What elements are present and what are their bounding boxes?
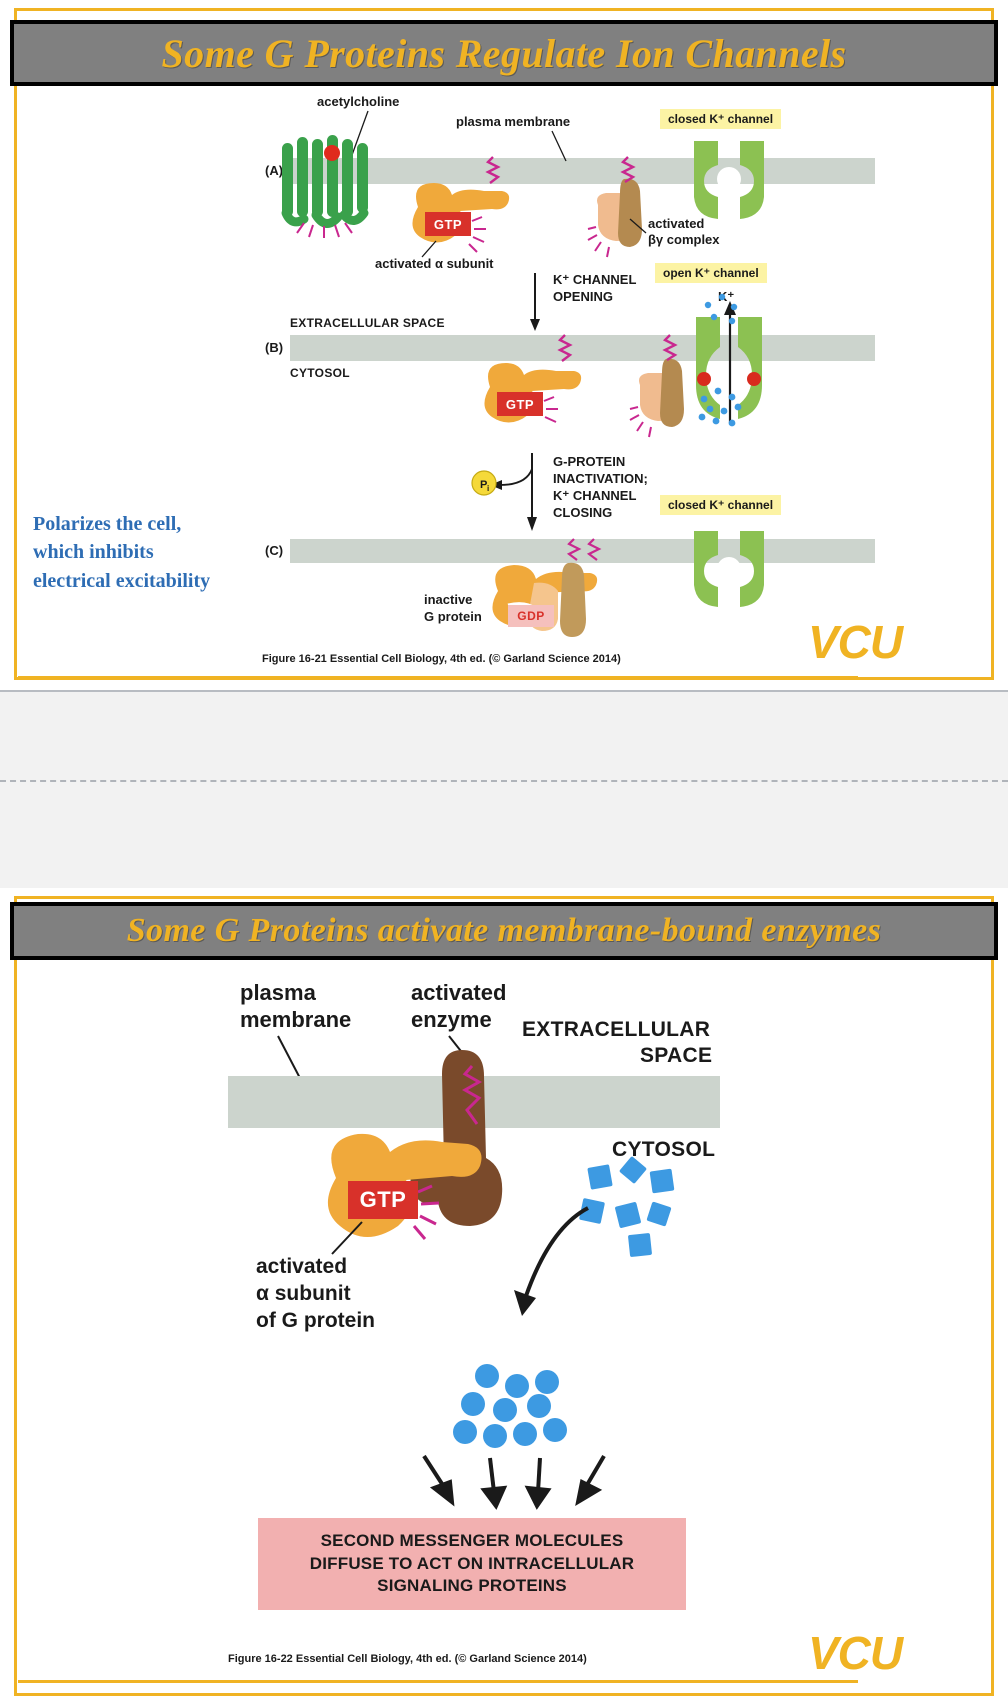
lipid-anchor-bg-b [662,334,678,362]
label-inactive-line1: inactive [424,592,473,607]
label-extracellular-space-line1: EXTRACELLULAR [522,1018,711,1041]
slide2-title: Some G Proteins activate membrane-bound … [126,912,882,949]
slide-g-proteins-ion-channels[interactable]: Some G Proteins Regulate Ion Channels (A… [0,0,1008,692]
label-alpha-line2: α subunit [256,1282,351,1305]
second-messenger-line2: DIFFUSE TO ACT ON INTRACELLULAR [309,1553,635,1573]
alpha-subunit-leader-2 [331,1221,363,1255]
bg-complex-leader [629,218,647,234]
diffusion-arrows [422,1454,606,1510]
slide1-title: Some G Proteins Regulate Ion Channels [161,30,847,76]
figure-16-22: plasma membrane activated enzyme EXTRACE… [0,972,1008,1662]
instructor-annotation: Polarizes the cell, which inhibits elect… [33,510,263,595]
closed-k-channel-panel-a [694,141,764,219]
slide1-figure-caption: Figure 16-21 Essential Cell Biology, 4th… [262,653,621,665]
svg-text:i: i [487,484,489,493]
label-plasma-membrane: plasma membrane [456,114,571,129]
inactive-g-protein-icon [492,562,598,637]
second-messenger-molecules [453,1364,567,1448]
slide1-title-bar: Some G Proteins Regulate Ion Channels [10,20,998,86]
lipid-anchor-alpha-a [485,156,501,184]
label-inactivation-line3: K⁺ CHANNEL [553,488,637,503]
label-channel-opening-line2: OPENING [553,289,613,304]
lipid-anchors-panel-c [566,538,602,561]
label-inactivation-line2: INACTIVATION; [553,471,648,486]
slide2-vcu-logo: VCU [808,1627,903,1679]
slide-gap [0,694,1008,888]
membrane-panel-c [290,539,875,563]
highlight-closed-k-channel-bottom: closed K⁺ channel [660,495,782,515]
arrow-channel-opening [530,273,540,331]
phosphate-icon: P i [471,470,497,496]
highlight-closed-k-channel-top: closed K⁺ channel [660,109,782,129]
conversion-arrow [514,1206,589,1316]
label-k-ion-top: K⁺ [718,289,735,304]
label-channel-opening-line1: K⁺ CHANNEL [553,272,637,287]
second-messenger-line3: SIGNALING PROTEINS [377,1576,567,1596]
acetylcholine-receptor-icon [281,135,369,238]
arrow-g-protein-inactivation [527,453,537,531]
label-activated-bg-line2: βγ complex [648,232,720,247]
closed-k-channel-panel-c [694,531,764,607]
beta-gamma-complex-panel-a [587,178,642,258]
figure-16-21: (A) acetylcholine plasma membrane closed… [0,94,1008,675]
slide1-gold-rule [18,676,858,679]
panel-label-c: (C) [265,543,284,558]
alpha-subunit-leader [421,240,437,258]
activated-enzyme-icon [410,1050,503,1226]
plasma-membrane-leader [551,130,567,162]
label-inactivation-line1: G-PROTEIN [553,454,626,469]
label-activated-enzyme-line2: enzyme [411,1007,492,1032]
annotation-line-3: electrical excitability [33,569,211,592]
annotation-line-1: Polarizes the cell, [33,513,182,535]
k-ion-flux-arrow [724,301,736,423]
panel-label-a: (A) [265,163,284,178]
slide2-title-bar: Some G Proteins activate membrane-bound … [10,902,998,960]
label-inactive-line2: G protein [424,609,482,624]
label-alpha-line1: activated [256,1255,348,1278]
label-plasma-membrane-line1: plasma [240,980,316,1005]
gtp-badge-panel-b: GTP [497,392,543,416]
highlight-open-k-channel: open K⁺ channel [655,263,767,283]
label-extracellular-space-line2: SPACE [640,1044,713,1067]
label-inactivation-line4: CLOSING [553,505,613,520]
acetylcholine-leader [351,110,369,156]
plasma-membrane-leader-2 [277,1035,303,1083]
slide2-figure-caption: Figure 16-22 Essential Cell Biology, 4th… [228,1653,587,1665]
lipid-anchor-bg-a [620,156,636,184]
slide1-vcu-logo: VCU [808,616,903,668]
label-cytosol: CYTOSOL [290,366,350,380]
label-extracellular-space: EXTRACELLULAR SPACE [290,316,445,330]
svg-text:P: P [480,479,487,491]
open-k-channel-panel-b [696,317,762,419]
slide-separator-dashed [0,780,1008,782]
annotation-line-2: which inhibits [33,541,154,564]
lipid-anchor-alpha-b [557,334,573,362]
label-activated-alpha-subunit: activated α subunit [375,256,494,271]
slide-g-proteins-activate-enzymes[interactable]: Some G Proteins activate membrane-bound … [0,888,1008,1706]
label-acetylcholine: acetylcholine [317,94,400,109]
membrane-panel-a [290,158,875,184]
label-activated-bg-line1: activated [648,216,705,231]
label-plasma-membrane-line2: membrane [240,1007,352,1032]
beta-gamma-complex-panel-b [629,358,684,438]
second-messenger-box: SECOND MESSENGER MOLECULES DIFFUSE TO AC… [258,1518,686,1610]
gdp-badge: GDP [508,605,554,627]
label-alpha-line3: of G protein [256,1309,375,1332]
panel-label-b: (B) [265,340,284,355]
slide2-gold-rule [18,1680,858,1683]
second-messenger-line1: SECOND MESSENGER MOLECULES [320,1530,624,1550]
gtp-badge-slide2: GTP [348,1181,418,1219]
gtp-badge-panel-a: GTP [425,212,471,236]
label-activated-enzyme-line1: activated [411,980,507,1005]
lipid-anchor-slide2 [461,1065,483,1125]
potassium-ions [698,293,742,427]
label-cytosol-slide2: CYTOSOL [612,1138,716,1161]
substrate-molecules [579,1156,675,1257]
membrane-panel-b [290,335,875,361]
